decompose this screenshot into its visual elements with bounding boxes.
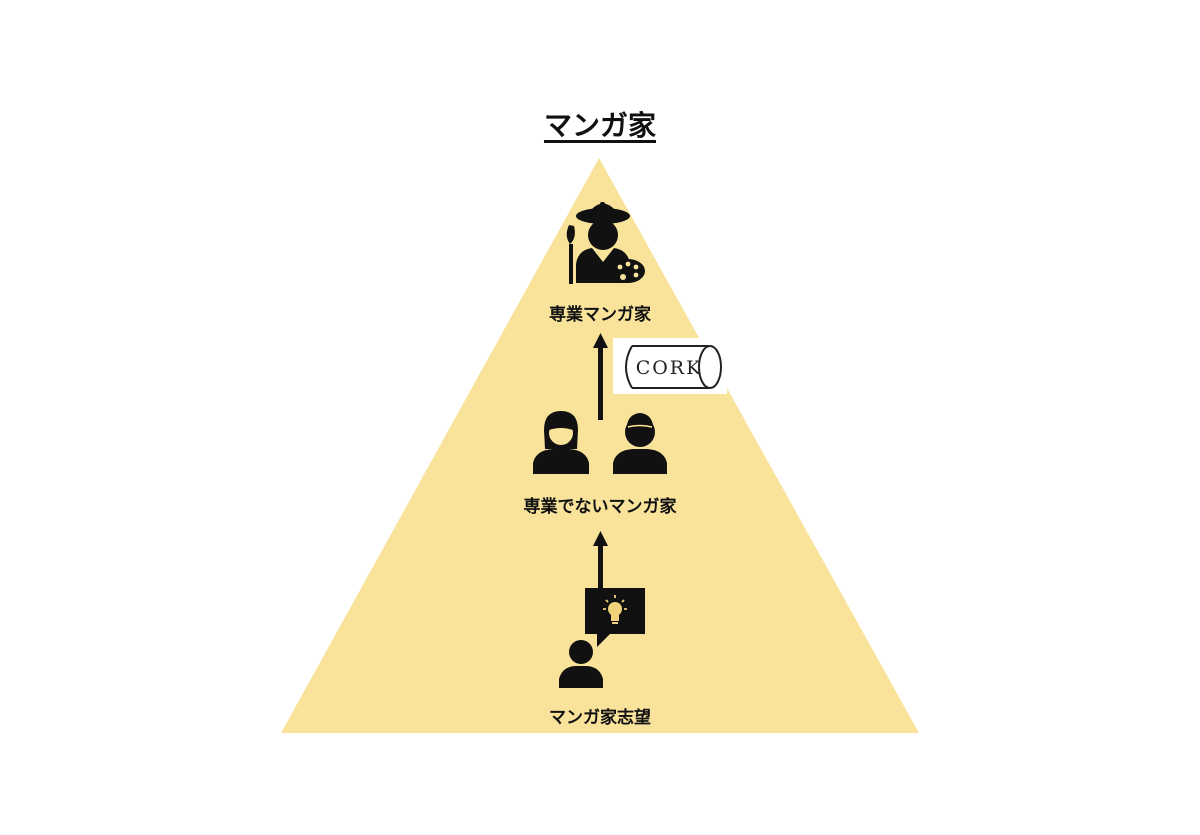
user-icon [559, 640, 603, 688]
arrow-to-middle-tier [593, 531, 608, 591]
tier-label-top: 専業マンガ家 [549, 305, 651, 325]
page-title: マンガ家 [0, 104, 1200, 144]
man-user-icon [613, 413, 667, 474]
cork-logo-text: CORK [635, 357, 703, 379]
woman-user-icon [533, 411, 589, 474]
arrow-to-top-tier [593, 333, 608, 420]
artist-with-palette-icon [566, 202, 645, 284]
title-text: マンガ家 [543, 109, 656, 142]
pyramid-shape [281, 158, 919, 733]
lightbulb-speech-bubble-icon [585, 588, 645, 647]
cork-logo [613, 338, 727, 394]
tier-label-bottom: マンガ家志望 [549, 708, 651, 728]
tier-label-middle: 専業でないマンガ家 [523, 497, 677, 517]
